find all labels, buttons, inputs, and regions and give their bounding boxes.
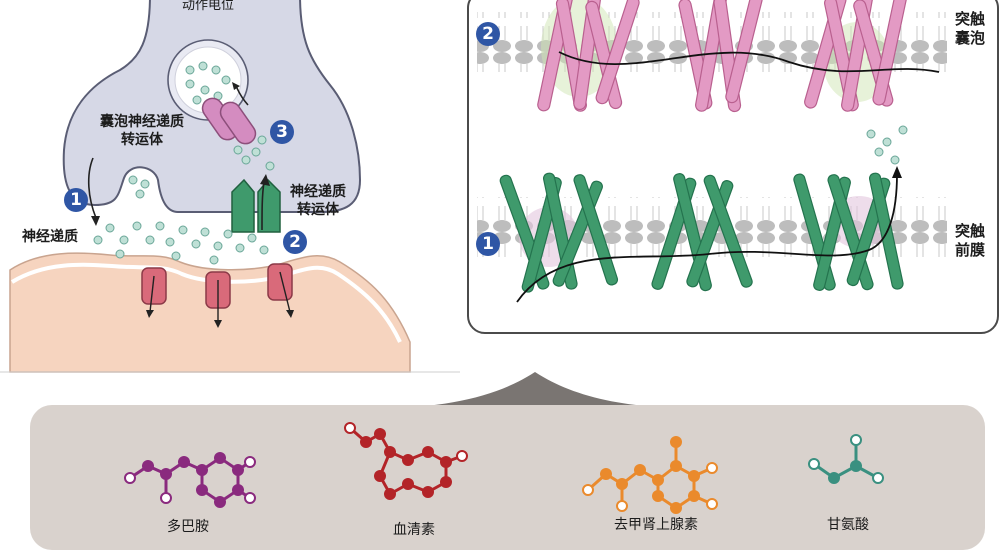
exocytosis-transmitters xyxy=(128,175,150,199)
plasma-transporter-structures xyxy=(499,172,904,293)
postsynaptic-cell xyxy=(9,252,411,373)
step-badge-2: 2 xyxy=(283,230,307,254)
step-badge-1: 1 xyxy=(64,188,88,212)
vesicular-transporter-structures xyxy=(537,0,907,113)
serotonin-molecule xyxy=(344,422,468,500)
molecules-panel xyxy=(30,405,985,550)
membrane-badge-2: 2 xyxy=(476,22,500,46)
cleft-transmitters xyxy=(93,221,269,265)
membrane-structures-svg xyxy=(477,0,947,303)
presynaptic-membrane-label: 突触 前膜 xyxy=(954,222,985,259)
vesicle-membrane-label: 突触 囊泡 xyxy=(954,10,985,47)
norepinephrine-molecule xyxy=(582,436,718,514)
vesicle-transport-path xyxy=(558,51,940,73)
vesicular-transporter xyxy=(201,97,257,145)
molecule-label-dopamine: 多巴胺 xyxy=(167,519,209,535)
release-arrow xyxy=(87,157,97,219)
receptor-arrows xyxy=(149,271,291,322)
molecule-label-norepinephrine: 去甲肾上腺素 xyxy=(614,517,698,533)
molecule-label-serotonin: 血清素 xyxy=(393,522,435,538)
plasma-transporter-label: 神经递质 转运体 xyxy=(290,184,346,218)
dopamine-molecule xyxy=(124,452,256,508)
molecule-label-glycine: 甘氨酸 xyxy=(827,517,869,533)
vesicle-transmitters xyxy=(185,61,231,105)
action-potential-label: 动作电位 xyxy=(181,0,234,13)
membrane-badge-1: 1 xyxy=(476,232,500,256)
step-badge-3: 3 xyxy=(270,120,294,144)
postsynaptic-receptors xyxy=(141,263,293,309)
glycine-molecule xyxy=(808,434,884,484)
neurotransmitter-label: 神经递质 xyxy=(22,229,78,245)
synapse-illustration xyxy=(0,0,460,373)
vesicular-transporter-label: 囊泡神经递质 转运体 xyxy=(100,114,184,148)
plasma-transport-path xyxy=(516,173,898,303)
transport-dots xyxy=(866,125,908,165)
cytosol-transmitters xyxy=(233,135,275,171)
membrane-structure-panel xyxy=(467,0,999,334)
